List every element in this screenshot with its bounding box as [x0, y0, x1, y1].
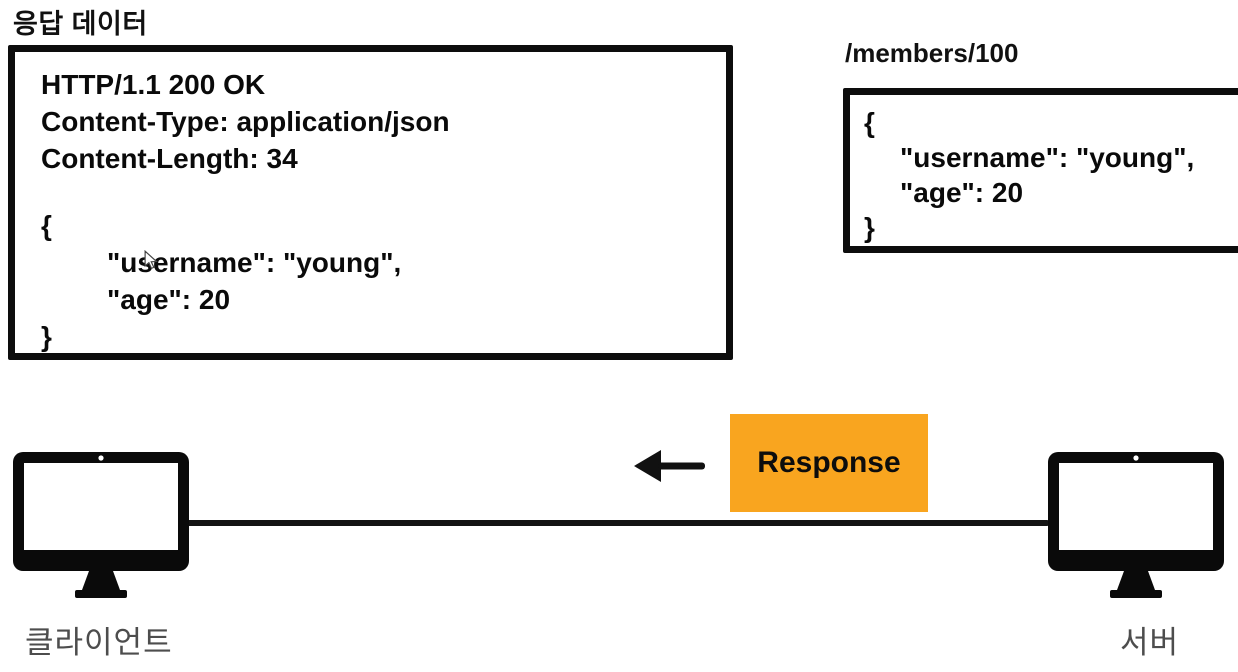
json-entry-username: "username": "young", [900, 142, 1195, 173]
json-open-brace: { [864, 107, 875, 138]
connection-line [186, 520, 1050, 526]
resource-path-label: /members/100 [845, 38, 1019, 68]
server-json-box: { "username": "young", "age": 20 } [843, 88, 1238, 253]
response-badge: Response [730, 414, 928, 512]
client-monitor-icon [13, 452, 189, 598]
arrow-left-icon [634, 450, 705, 482]
json-close-brace: } [41, 321, 52, 352]
http-header-content-type: Content-Type: application/json [41, 106, 450, 137]
mouse-cursor-icon [144, 250, 158, 270]
http-status-line: HTTP/1.1 200 OK [41, 69, 266, 100]
response-data-title: 응답 데이터 [13, 9, 148, 39]
json-entry-age: "age": 20 [900, 177, 1024, 208]
server-monitor-icon [1048, 452, 1224, 598]
json-open-brace: { [41, 210, 52, 241]
http-response-box: HTTP/1.1 200 OK Content-Type: applicatio… [8, 45, 733, 360]
server-label: 서버 [1120, 625, 1180, 660]
http-header-content-length: Content-Length: 34 [41, 143, 298, 174]
response-badge-label: Response [757, 446, 901, 479]
body-separator [41, 177, 716, 207]
json-close-brace: } [864, 212, 875, 243]
json-entry-age: "age": 20 [107, 284, 231, 315]
json-entry-username: "username": "young", [107, 247, 402, 278]
client-label: 클라이언트 [25, 625, 173, 660]
